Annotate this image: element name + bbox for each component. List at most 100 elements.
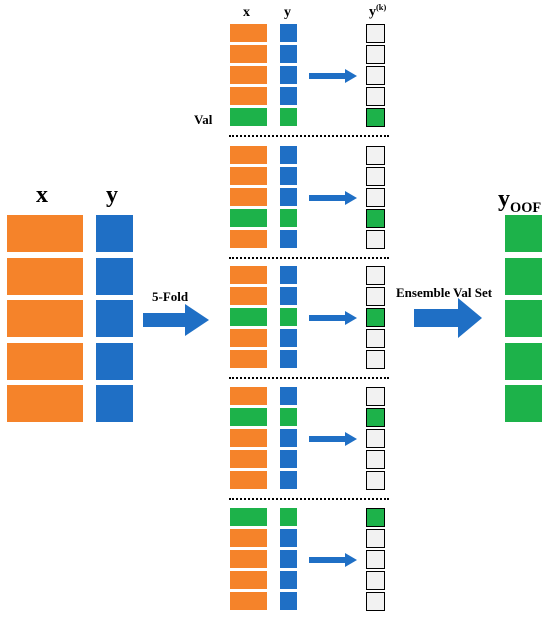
fold-y-cell <box>280 45 297 63</box>
fold-y-val-cell <box>280 108 297 126</box>
dataset-y-cell <box>96 342 133 380</box>
fold-x-cell <box>230 167 267 185</box>
fold-y-cell <box>280 429 297 447</box>
fold-x-val-cell <box>230 209 267 227</box>
prediction-empty-cell <box>366 146 385 165</box>
fold-x-cell <box>230 87 267 105</box>
prediction-label: y(k) <box>369 3 387 20</box>
dataset-y-cell <box>96 300 133 337</box>
fold-y-cell <box>280 87 297 105</box>
dataset-y-cell <box>96 385 133 422</box>
prediction-empty-cell <box>366 429 385 448</box>
prediction-empty-cell <box>366 87 385 106</box>
fold-x-cell <box>230 571 267 589</box>
oof-label: yOOF <box>498 186 542 216</box>
oof-cell <box>505 342 542 380</box>
fold-x-cell <box>230 66 267 84</box>
fold-y-cell <box>280 450 297 468</box>
fold-y-cell <box>280 287 297 305</box>
fold-x-cell <box>230 230 267 248</box>
fold-separator <box>229 377 389 379</box>
fold-y-val-cell <box>280 508 297 526</box>
fold-predict-arrow-shape <box>309 191 357 205</box>
dataset-x-label: x <box>36 182 48 208</box>
fold-x-val-cell <box>230 508 267 526</box>
fold-y-cell <box>280 230 297 248</box>
val-label: Val <box>194 112 213 127</box>
fold-x-val-cell <box>230 408 267 426</box>
dataset-y-label: y <box>106 182 118 208</box>
prediction-empty-cell <box>366 350 385 369</box>
fold-y-cell <box>280 350 297 368</box>
fold-separator <box>229 498 389 500</box>
prediction-empty-cell <box>366 550 385 569</box>
fold-y-cell <box>280 24 297 42</box>
fold-y-label: y <box>284 5 291 20</box>
prediction-empty-cell <box>366 66 385 85</box>
fold-predict-arrow <box>309 553 357 567</box>
ensemble-arrow <box>414 298 482 338</box>
fold-y-cell <box>280 592 297 610</box>
fold-y-cell <box>280 571 297 589</box>
fold-x-cell <box>230 450 267 468</box>
prediction-filled-cell <box>366 209 385 228</box>
oof-cell <box>505 257 542 295</box>
dataset-y-cell <box>96 257 133 295</box>
oof-cell <box>505 385 542 422</box>
fold-predict-arrow <box>309 432 357 446</box>
prediction-empty-cell <box>366 529 385 548</box>
fold-y-cell <box>280 471 297 489</box>
fold-predict-arrow <box>309 69 357 83</box>
prediction-empty-cell <box>366 167 385 186</box>
fold-x-cell <box>230 329 267 347</box>
prediction-empty-cell <box>366 45 385 64</box>
dataset-x-cell <box>7 342 83 380</box>
fold-predict-arrow-shape <box>309 311 357 325</box>
dataset-x-cell <box>7 215 83 252</box>
fold-predict-arrow-shape <box>309 69 357 83</box>
ensemble-arrow-shape <box>414 298 482 338</box>
fold-y-cell <box>280 188 297 206</box>
oof-cell <box>505 215 542 252</box>
five-fold-label: 5-Fold <box>152 289 189 304</box>
fold-x-cell <box>230 287 267 305</box>
fold-y-cell <box>280 550 297 568</box>
fold-y-cell <box>280 266 297 284</box>
prediction-empty-cell <box>366 266 385 285</box>
fold-predict-arrow <box>309 311 357 325</box>
prediction-empty-cell <box>366 592 385 611</box>
five-fold-arrow-shape <box>143 304 209 336</box>
fold-x-val-cell <box>230 108 267 126</box>
oof-cell <box>505 300 542 337</box>
prediction-empty-cell <box>366 287 385 306</box>
dataset-x-cell <box>7 257 83 295</box>
prediction-filled-cell <box>366 408 385 427</box>
prediction-empty-cell <box>366 571 385 590</box>
dataset-x-cell <box>7 300 83 337</box>
fold-y-cell <box>280 529 297 547</box>
dataset-x-cell <box>7 385 83 422</box>
prediction-empty-cell <box>366 329 385 348</box>
fold-x-cell <box>230 146 267 164</box>
fold-x-cell <box>230 188 267 206</box>
fold-y-val-cell <box>280 408 297 426</box>
fold-x-cell <box>230 266 267 284</box>
fold-x-val-cell <box>230 308 267 326</box>
fold-x-cell <box>230 350 267 368</box>
prediction-empty-cell <box>366 188 385 207</box>
fold-x-label: x <box>243 5 250 20</box>
ensemble-label: Ensemble Val Set <box>396 285 493 300</box>
five-fold-arrow <box>143 304 209 336</box>
fold-y-cell <box>280 167 297 185</box>
fold-y-cell <box>280 329 297 347</box>
fold-predict-arrow <box>309 191 357 205</box>
fold-x-cell <box>230 471 267 489</box>
fold-x-cell <box>230 24 267 42</box>
fold-x-cell <box>230 592 267 610</box>
prediction-filled-cell <box>366 508 385 527</box>
fold-x-cell <box>230 550 267 568</box>
fold-predict-arrow-shape <box>309 553 357 567</box>
dataset-y-cell <box>96 215 133 252</box>
fold-x-cell <box>230 529 267 547</box>
fold-separator <box>229 135 389 137</box>
